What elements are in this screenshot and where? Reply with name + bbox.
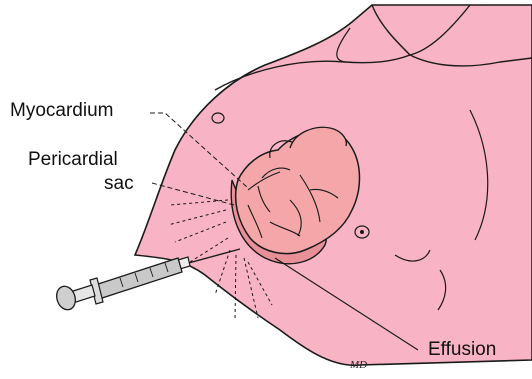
left-nipple	[212, 113, 224, 123]
label-myocardium: Myocardium	[10, 100, 113, 122]
artist-signature: MD	[349, 359, 367, 371]
label-pericardial-sac-line2: sac	[104, 173, 134, 195]
label-effusion: Effusion	[428, 339, 496, 361]
syringe-barrel	[95, 258, 182, 299]
label-pericardial-sac-line1: Pericardial	[28, 149, 118, 171]
plunger-thumb	[54, 284, 79, 312]
